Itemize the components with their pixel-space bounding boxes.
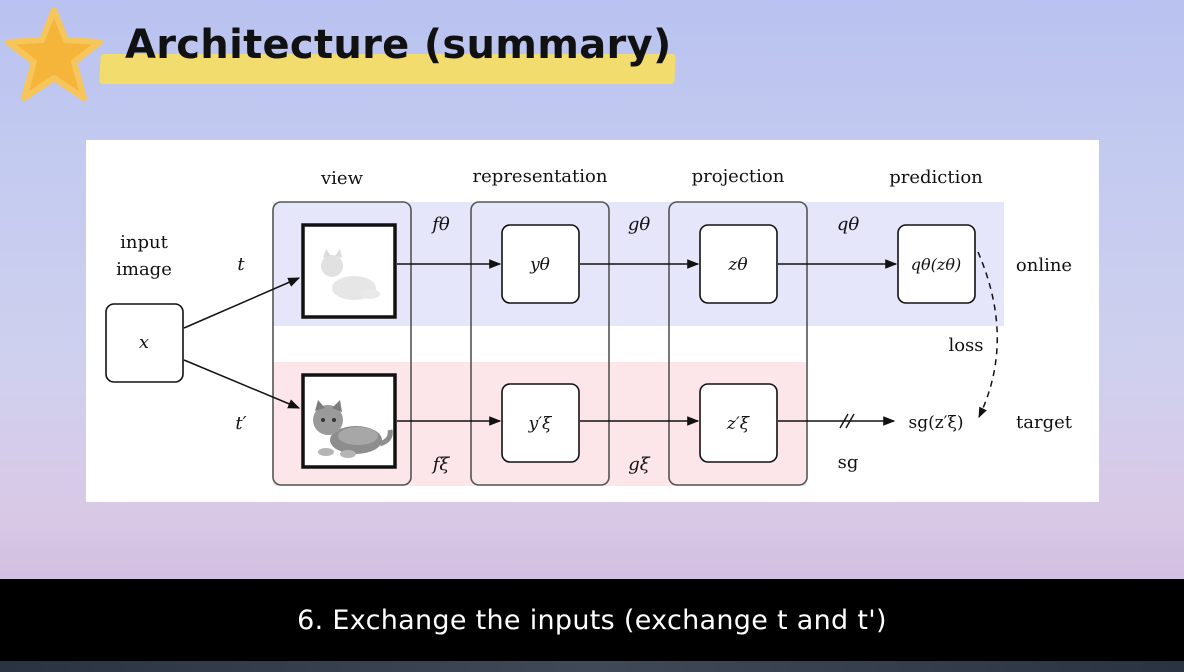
- online-projector-label: gθ: [628, 214, 651, 235]
- input-label-line1: input: [120, 232, 168, 253]
- online-projection-label: zθ: [727, 255, 747, 275]
- caption-text: 6. Exchange the inputs (exchange t and t…: [297, 604, 887, 636]
- target-view-transform: t′: [235, 413, 246, 434]
- slide-header: Architecture (summary): [0, 0, 700, 110]
- stop-gradient-marks: [839, 413, 855, 429]
- caption-bar: 6. Exchange the inputs (exchange t and t…: [0, 579, 1184, 661]
- online-view-image: [301, 223, 397, 319]
- input-node: [105, 303, 184, 383]
- input-node-label: x: [139, 332, 149, 353]
- stop-gradient-label: sg: [838, 452, 859, 473]
- target-branch-label: target: [1016, 412, 1073, 433]
- target-representation-label: y′ξ: [528, 414, 553, 434]
- online-view-transform: t: [237, 254, 245, 275]
- arrow-input-to-target-view: [183, 359, 301, 409]
- target-representation-node: [501, 383, 580, 463]
- cat-image-target: [313, 400, 393, 458]
- online-prediction-node: [897, 224, 976, 304]
- projection-stage-frame: [668, 201, 808, 486]
- architecture-diagram: view representation projection predictio…: [105, 166, 1073, 486]
- architecture-diagram-panel: view representation projection predictio…: [86, 140, 1099, 502]
- cat-image-online: [321, 249, 380, 300]
- input-label-line2: image: [116, 259, 172, 280]
- loss-connection: [977, 251, 998, 418]
- star-icon: [5, 7, 103, 101]
- online-prediction-label: qθ(zθ): [911, 255, 961, 274]
- target-projection-label: z′ξ: [726, 414, 751, 434]
- stage-label-view: view: [320, 168, 364, 189]
- slide-title: Architecture (summary): [125, 22, 672, 68]
- target-output-label: sg(z′ξ): [908, 413, 963, 433]
- stage-label-projection: projection: [692, 166, 785, 187]
- target-encoder-label: fξ: [431, 454, 451, 475]
- target-projection-node: [699, 383, 778, 463]
- online-representation-label: yθ: [529, 255, 550, 275]
- arrow-input-to-online-view: [183, 277, 301, 329]
- background-water: [0, 520, 1184, 580]
- online-branch-label: online: [1016, 255, 1072, 276]
- online-predictor-label: qθ: [837, 214, 860, 235]
- representation-stage-frame: [470, 201, 610, 486]
- online-encoder-label: fθ: [430, 214, 450, 235]
- target-projector-label: gξ: [628, 454, 651, 475]
- stage-label-representation: representation: [473, 166, 608, 187]
- stage-label-prediction: prediction: [889, 167, 983, 188]
- loss-label: loss: [948, 335, 983, 356]
- online-representation-node: [501, 224, 580, 304]
- view-stage-frame: [272, 201, 412, 486]
- background-shoreline: [0, 661, 1184, 672]
- online-projection-node: [699, 224, 778, 304]
